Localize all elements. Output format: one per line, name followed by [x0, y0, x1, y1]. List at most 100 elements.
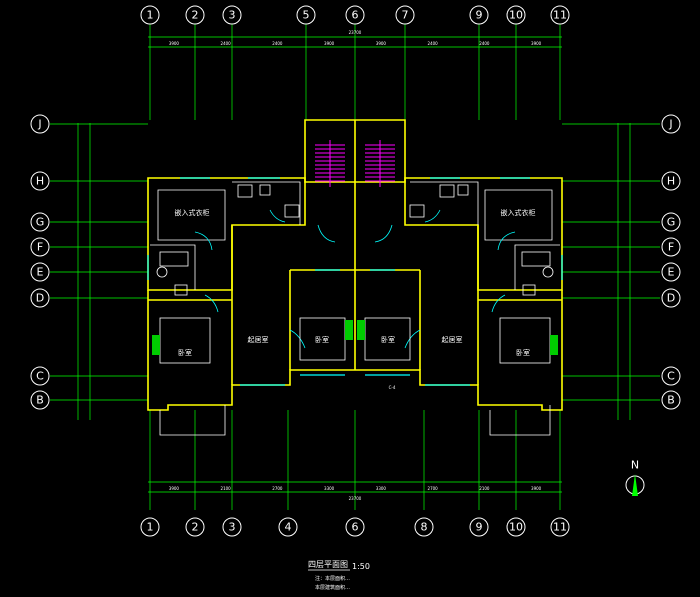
living-label-right: 起居室	[442, 335, 463, 344]
axis-bottom-circle-8	[550, 517, 570, 537]
axis-bottom-circle-6	[469, 517, 489, 537]
axis-top-circle-2	[222, 5, 242, 25]
building-walls	[147, 119, 563, 436]
axis-top-5: 5	[303, 9, 310, 22]
living-label-left: 起居室	[248, 335, 269, 344]
axis-left-circle-5	[30, 288, 50, 308]
axis-right-circle-4	[661, 262, 681, 282]
cabinet-label-right: 嵌入式衣柜	[501, 208, 536, 217]
axis-left-D: D	[36, 292, 44, 305]
drawing-note-1: 注：本层面积…	[315, 575, 350, 582]
room-labels: 嵌入式衣柜 嵌入式衣柜 卧室 卧室 卧室 卧室 起居室 起居室 C-4	[175, 208, 536, 390]
top-dim-segment-5: 2400	[428, 41, 439, 46]
axis-right-circle-0	[661, 114, 681, 134]
axis-bottom-circle-0	[140, 517, 160, 537]
axis-top-6: 6	[352, 9, 359, 22]
axis-top-11: 11	[553, 9, 567, 22]
axis-bottom-circle-3	[278, 517, 298, 537]
bottom-dim-segment-7: 3900	[531, 486, 542, 491]
axis-bottom-2: 2	[192, 521, 199, 534]
axis-right-circle-6	[661, 366, 681, 386]
axis-top-circle-1	[185, 5, 205, 25]
bottom-dim-segment-5: 2700	[428, 486, 439, 491]
axis-bottom-4: 4	[285, 521, 292, 534]
top-dim-segment-6: 2400	[479, 41, 490, 46]
bottom-total-dim: 23700	[349, 496, 362, 501]
axis-top-circle-7	[506, 5, 526, 25]
axis-left-circle-6	[30, 366, 50, 386]
axis-left-B: B	[36, 394, 44, 407]
axis-top-3: 3	[229, 9, 236, 22]
axis-top-circle-0	[140, 5, 160, 25]
axis-bottom-circle-2	[222, 517, 242, 537]
axis-right-circle-2	[661, 212, 681, 232]
axis-right-circle-3	[661, 237, 681, 257]
axis-right-H: H	[667, 175, 675, 188]
bedroom-label-4: 卧室	[516, 348, 530, 357]
axis-top-circle-4	[345, 5, 365, 25]
north-label: N	[631, 459, 639, 472]
axis-right-circle-1	[661, 171, 681, 191]
axis-bottom-1: 1	[147, 521, 154, 534]
top-dim-segment-0: 3900	[169, 41, 180, 46]
doors	[194, 209, 516, 349]
axis-left-circle-1	[30, 171, 50, 191]
axis-top-1: 1	[147, 9, 154, 22]
axis-right-G: G	[667, 216, 676, 229]
axis-right-circle-7	[661, 390, 681, 410]
axis-top-circle-8	[550, 5, 570, 25]
north-arrow-icon: N	[625, 459, 645, 496]
axis-left-H: H	[36, 175, 44, 188]
bottom-dim-segment-1: 2100	[221, 486, 232, 491]
drawing-scale: 1:50	[352, 562, 370, 571]
axis-right-D: D	[667, 292, 675, 305]
bottom-dim-segment-4: 3300	[376, 486, 387, 491]
axis-bottom-10: 10	[509, 521, 523, 534]
balcony-code-label: C-4	[389, 385, 396, 390]
axis-top-10: 10	[509, 9, 523, 22]
axis-right-E: E	[668, 266, 675, 279]
bottom-dim-segment-0: 3900	[169, 486, 180, 491]
drawing-title-block: 四层平面图 1:50 注：本层面积… 本层建筑面积…	[308, 560, 370, 591]
axis-bottom-circle-7	[506, 517, 526, 537]
axis-bottom-circle-4	[345, 517, 365, 537]
bedroom-label-2: 卧室	[315, 335, 329, 344]
axis-bottom-circle-1	[185, 517, 205, 537]
axis-top-circle-3	[296, 5, 316, 25]
axis-top-circle-5	[395, 5, 415, 25]
axis-top-9: 9	[476, 9, 483, 22]
bottom-dim-segment-2: 2700	[272, 486, 283, 491]
axis-grid-lines	[50, 24, 660, 510]
bottom-dim-segment-3: 3300	[324, 486, 335, 491]
axis-left-circle-3	[30, 237, 50, 257]
top-dim-segment-7: 3900	[531, 41, 542, 46]
axis-bottom-6: 6	[352, 521, 359, 534]
axis-bottom-3: 3	[229, 521, 236, 534]
axis-right-C: C	[667, 370, 675, 383]
stair-core	[315, 140, 395, 187]
windows	[147, 177, 563, 386]
bedroom-label-3: 卧室	[381, 335, 395, 344]
axis-left-circle-0	[30, 114, 50, 134]
axis-right-B: B	[667, 394, 675, 407]
axis-right-F: F	[668, 241, 674, 254]
drawing-title: 四层平面图	[308, 560, 348, 569]
axis-bottom-8: 8	[421, 521, 428, 534]
top-dim-segment-1: 2400	[221, 41, 232, 46]
axis-top-2: 2	[192, 9, 199, 22]
axis-left-circle-4	[30, 262, 50, 282]
top-dim-segment-3: 3900	[324, 41, 335, 46]
axis-left-J: J	[37, 118, 41, 131]
axis-left-circle-2	[30, 212, 50, 232]
axis-left-C: C	[36, 370, 44, 383]
axis-left-F: F	[37, 241, 43, 254]
axis-left-E: E	[37, 266, 44, 279]
top-dim-segment-2: 2400	[272, 41, 283, 46]
drawing-note-2: 本层建筑面积…	[315, 584, 350, 591]
axis-bottom-9: 9	[476, 521, 483, 534]
